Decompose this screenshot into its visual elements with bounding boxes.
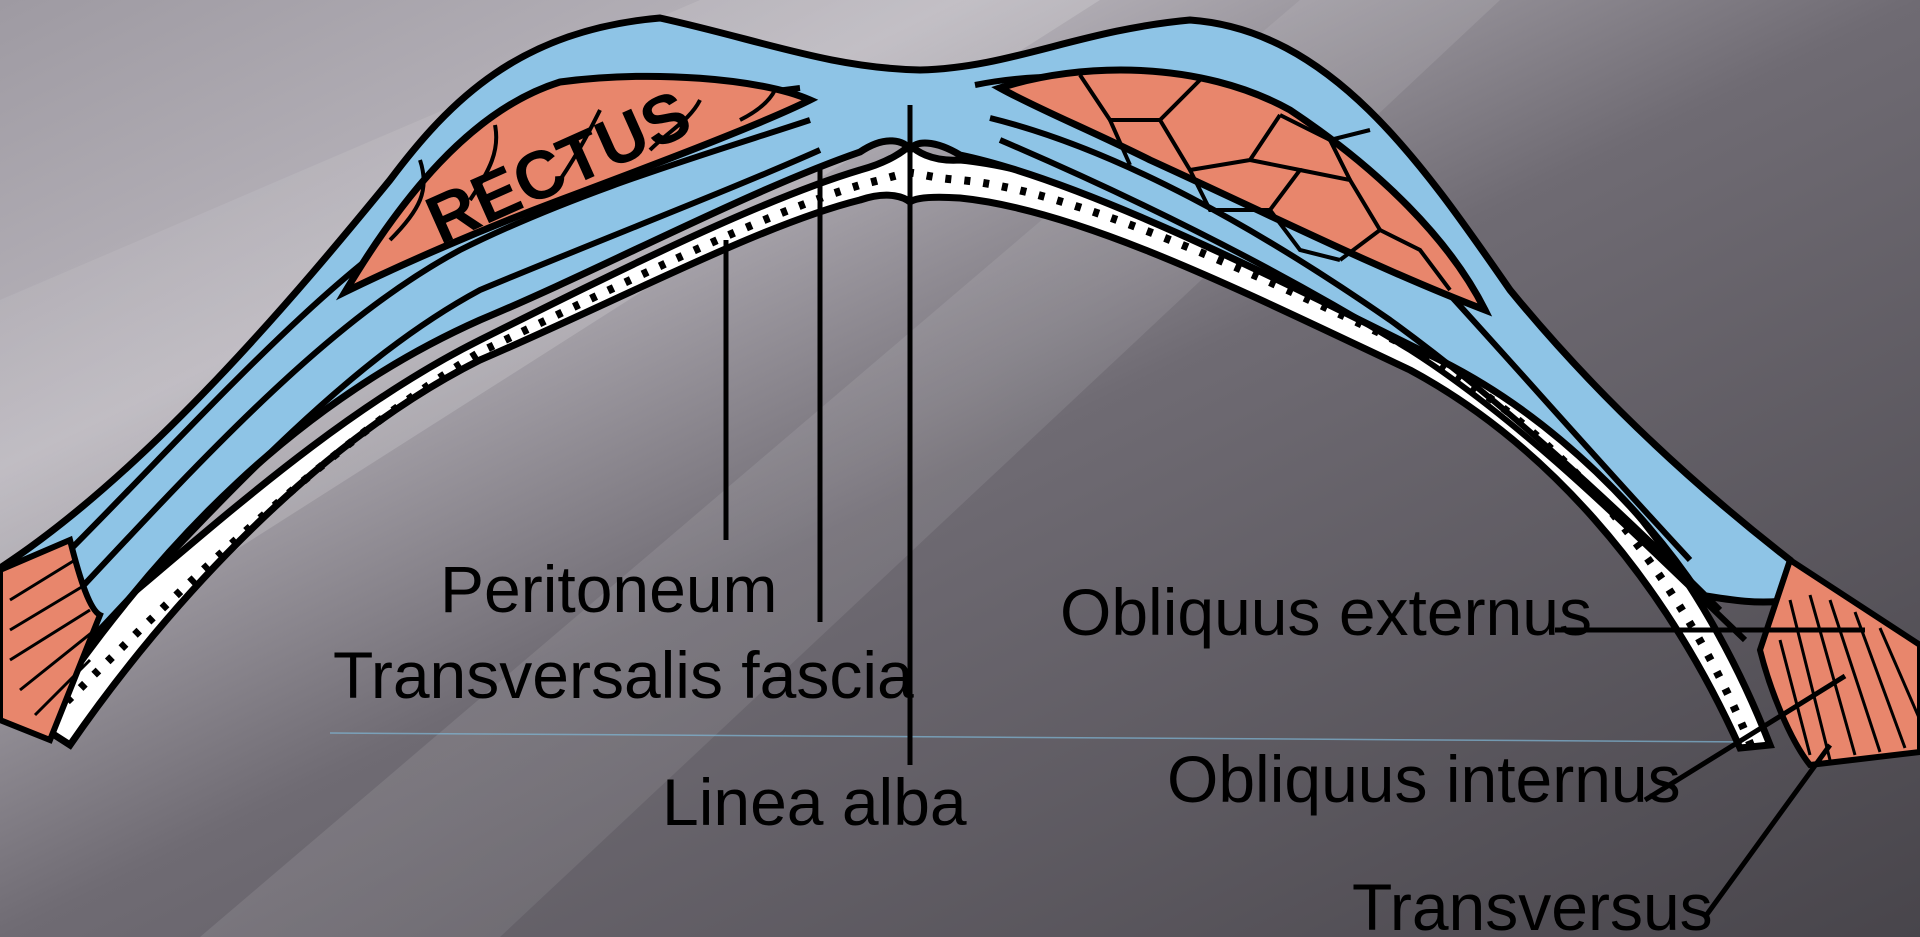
obliquus-externus-label: Obliquus externus bbox=[1060, 575, 1592, 649]
linea-alba-label: Linea alba bbox=[662, 765, 967, 839]
obliquus-internus-label: Obliquus internus bbox=[1167, 742, 1681, 816]
transversus-label: Transversus bbox=[1352, 870, 1713, 937]
transversalis-fascia-label: Transversalis fascia bbox=[333, 638, 914, 712]
peritoneum-label: Peritoneum bbox=[440, 552, 778, 626]
